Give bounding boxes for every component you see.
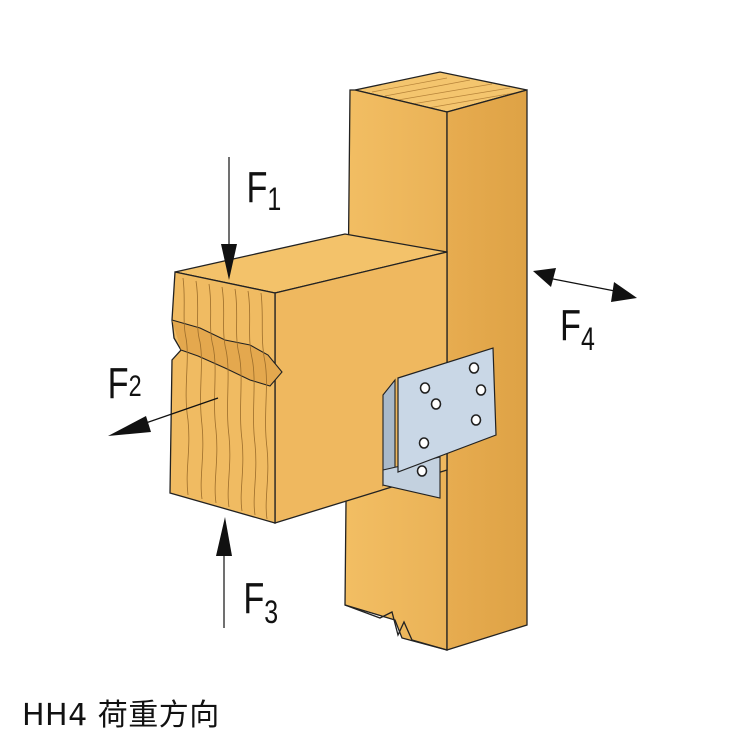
nail-hole-3	[468, 362, 480, 374]
hh4-hanger-plate	[382, 347, 497, 499]
nail-hole-4	[475, 384, 487, 396]
force-arrow-f4	[533, 268, 637, 302]
nail-hole-1	[419, 382, 431, 394]
force-label-f3: F3	[243, 574, 278, 631]
post-end-grain	[371, 77, 521, 109]
figure-caption: HH4 荷重方向	[22, 698, 220, 733]
force-label-f1: F1	[246, 163, 281, 218]
beam-end-grain	[182, 277, 269, 520]
nail-hole-5	[470, 414, 482, 426]
beam-end-face	[169, 271, 276, 524]
force-label-f2: F2	[108, 359, 142, 408]
plate-nail-holes	[416, 362, 487, 477]
post-break-line	[344, 604, 448, 651]
force-arrow-f3	[216, 517, 232, 628]
nail-hole-2	[430, 398, 442, 410]
nail-hole-7	[416, 465, 428, 477]
force-arrow-f1	[221, 157, 237, 280]
nail-hole-6	[418, 437, 430, 449]
force-arrow-f2	[108, 397, 219, 436]
force-label-f4: F4	[560, 301, 595, 358]
beam-end-notch	[171, 319, 283, 387]
